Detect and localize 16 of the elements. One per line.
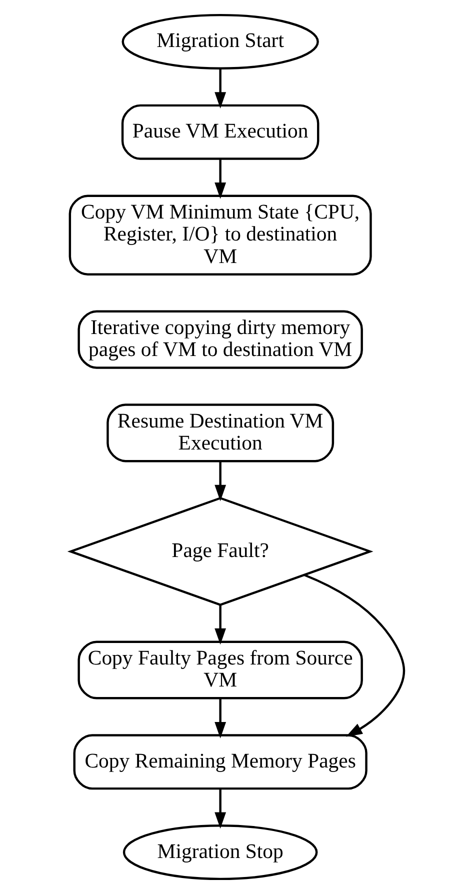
arrow [214,158,226,199]
node-box: Pause VM Execution [121,104,320,160]
node-box: Copy Faulty Pages from Source VM [78,640,363,700]
node-diamond: Page Fault? [67,496,374,606]
arrow [214,461,226,502]
node-box: Iterative copying dirty memory pages of VM to destination VM [78,310,363,369]
node-ellipse: Migration Start [122,14,319,70]
arrow [304,574,406,737]
arrow [214,68,226,108]
node-box: Resume Destination VM Execution [106,404,334,462]
arrow [214,788,226,829]
node-box: Copy Remaining Memory Pages [73,734,368,790]
node-box: Copy VM Minimum State {CPU, Register, I/O} to destination VM [68,194,372,276]
node-ellipse: Migration Stop [122,824,318,880]
arrow [214,698,226,738]
arrow [214,605,226,645]
